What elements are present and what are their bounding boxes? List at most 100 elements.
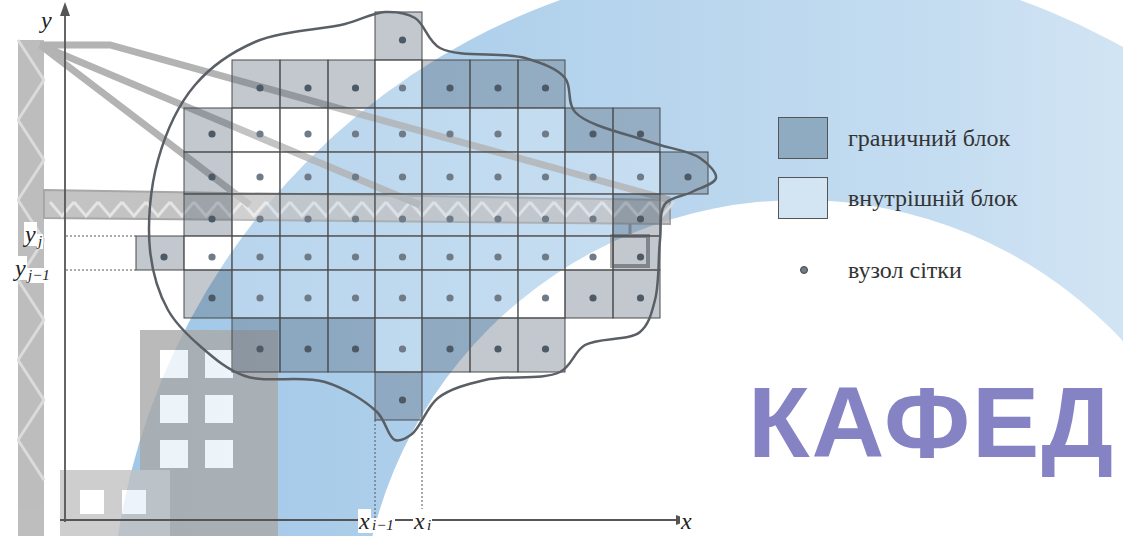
interior-block xyxy=(422,108,470,152)
grid-node xyxy=(542,345,549,352)
boundary-block xyxy=(565,270,613,318)
boundary-block xyxy=(470,60,518,108)
boundary-block xyxy=(184,152,232,194)
boundary-block-swatch xyxy=(778,117,828,159)
interior-block-swatch xyxy=(778,177,828,219)
interior-block xyxy=(565,236,613,270)
grid-node xyxy=(256,253,263,260)
boundary-block xyxy=(232,60,280,108)
interior-block xyxy=(422,270,470,318)
grid-node xyxy=(352,84,359,91)
grid-node xyxy=(542,253,549,260)
boundary-block xyxy=(184,108,232,152)
boundary-block xyxy=(613,108,660,152)
grid-blocks xyxy=(136,12,708,420)
interior-block xyxy=(328,152,375,194)
legend-text: внутрішній блок xyxy=(848,186,1018,210)
interior-block xyxy=(470,152,518,194)
axes xyxy=(60,2,690,525)
boundary-block xyxy=(280,60,328,108)
grid-node xyxy=(446,345,453,352)
boundary-block xyxy=(375,372,422,420)
interior-block xyxy=(184,236,232,270)
interior-block xyxy=(328,194,375,236)
boundary-block xyxy=(328,60,375,108)
boundary-block xyxy=(422,60,470,108)
grid-node xyxy=(208,253,215,260)
interior-block xyxy=(470,108,518,152)
grid-node xyxy=(542,294,549,301)
interior-block xyxy=(518,152,565,194)
interior-block xyxy=(470,270,518,318)
interior-block xyxy=(613,152,660,194)
grid-node xyxy=(304,215,311,222)
domain-boundary-curve xyxy=(149,12,716,441)
grid-node xyxy=(637,294,644,301)
interior-block xyxy=(280,270,328,318)
grid-node xyxy=(399,84,406,91)
interior-block xyxy=(518,108,565,152)
interior-block xyxy=(375,194,422,236)
boundary-block xyxy=(136,236,184,270)
grid-node xyxy=(352,173,359,180)
interior-block xyxy=(422,194,470,236)
legend-text: граничний блок xyxy=(848,126,1010,150)
grid-node xyxy=(208,294,215,301)
boundary-block xyxy=(565,108,613,152)
interior-block xyxy=(518,236,565,270)
grid-node xyxy=(399,396,406,403)
crane-watermark xyxy=(18,40,674,536)
grid-node xyxy=(446,84,453,91)
dotted-guides xyxy=(66,236,422,520)
grid-node xyxy=(256,294,263,301)
grid-node xyxy=(684,173,691,180)
legend-text: вузол сітки xyxy=(848,258,962,282)
boundary-block xyxy=(184,194,232,236)
boundary-block xyxy=(518,318,565,372)
grid-node xyxy=(494,294,501,301)
interior-block xyxy=(375,152,422,194)
grid-node-sample xyxy=(800,266,808,274)
grid-node xyxy=(637,215,644,222)
grid-node xyxy=(637,130,644,137)
grid-node xyxy=(589,294,596,301)
grid-node xyxy=(256,215,263,222)
grid-node xyxy=(304,253,311,260)
grid-node xyxy=(589,215,596,222)
grid-node xyxy=(304,294,311,301)
grid-node xyxy=(304,84,311,91)
grid-node xyxy=(494,215,501,222)
coordinate-subscript: i xyxy=(426,518,432,533)
interior-block xyxy=(375,270,422,318)
interior-block xyxy=(232,108,280,152)
grid-node xyxy=(208,173,215,180)
interior-block xyxy=(470,236,518,270)
boundary-block xyxy=(232,318,280,372)
grid-node xyxy=(256,173,263,180)
grid-node xyxy=(494,173,501,180)
coordinate-subscript: i−1 xyxy=(371,518,395,533)
grid-node xyxy=(494,84,501,91)
grid-node xyxy=(542,84,549,91)
grid-node xyxy=(637,253,644,260)
grid-node xyxy=(542,215,549,222)
grid-node xyxy=(399,294,406,301)
grid-node xyxy=(446,130,453,137)
grid-node xyxy=(352,253,359,260)
boundary-block xyxy=(518,60,565,108)
grid-node xyxy=(256,130,263,137)
interior-block xyxy=(232,194,280,236)
interior-block xyxy=(280,152,328,194)
coordinate-label: x xyxy=(358,509,371,533)
interior-block xyxy=(375,60,422,108)
grid-node xyxy=(494,253,501,260)
interior-block xyxy=(518,194,565,236)
grid-node xyxy=(399,345,406,352)
interior-block xyxy=(232,152,280,194)
grid-node xyxy=(494,130,501,137)
grid-node xyxy=(542,130,549,137)
interior-block xyxy=(328,108,375,152)
interior-block xyxy=(422,152,470,194)
grid-node xyxy=(208,215,215,222)
interior-block xyxy=(470,194,518,236)
